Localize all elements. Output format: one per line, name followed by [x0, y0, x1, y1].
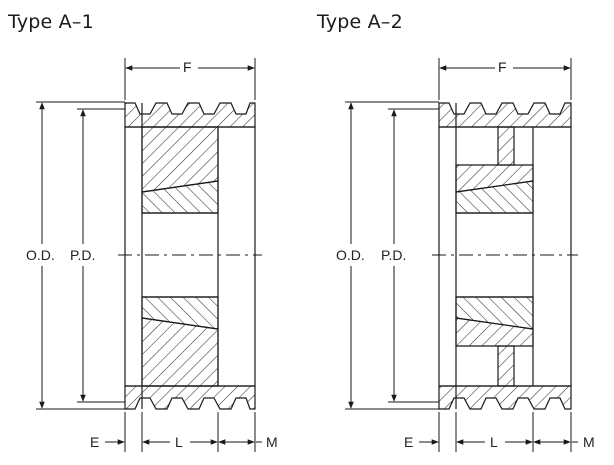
a2-hub-lower	[455, 317, 534, 347]
diagram-title-type-a1: Type A–1	[8, 11, 94, 33]
a1-label-f: F	[183, 59, 192, 75]
a2-web-lower	[497, 345, 515, 387]
a1-label-e: E	[90, 434, 99, 450]
a1-label-l: L	[175, 434, 183, 450]
a1-hub-lower	[141, 317, 219, 387]
pulley-a1	[124, 102, 256, 410]
a1-label-pd: P.D.	[70, 247, 95, 263]
a1-labels: F O.D. P.D. E L M	[26, 59, 278, 450]
a2-top-rim	[438, 102, 572, 128]
a2-web-upper	[497, 126, 515, 166]
a2-label-f: F	[498, 59, 507, 75]
a2-labels: F O.D. P.D. E L M	[336, 59, 595, 450]
a1-label-m: M	[266, 434, 278, 450]
a1-label-od: O.D.	[26, 247, 55, 263]
a1-dimensions	[36, 58, 262, 452]
a2-label-pd: P.D.	[381, 247, 406, 263]
a2-bottom-rim	[438, 385, 572, 410]
a2-dimensions	[345, 58, 578, 452]
a2-label-l: L	[490, 434, 498, 450]
diagram-title-type-a2: Type A–2	[317, 11, 403, 33]
a1-top-rim	[124, 102, 256, 128]
pulley-a2	[438, 102, 572, 410]
a2-label-e: E	[404, 434, 413, 450]
a2-label-od: O.D.	[336, 247, 365, 263]
a2-label-m: M	[583, 434, 595, 450]
a1-bottom-rim	[124, 385, 256, 410]
